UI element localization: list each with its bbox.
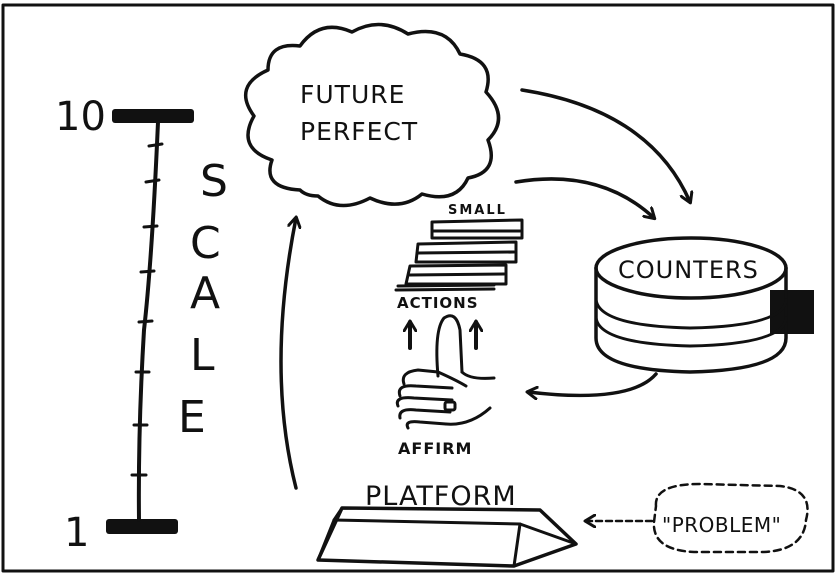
scale-top-label: 10: [55, 94, 106, 140]
future-perfect-cloud: FUTURE PERFECT: [244, 22, 501, 208]
counters-stack: COUNTERS: [594, 236, 814, 374]
platform-block: PLATFORM: [316, 481, 578, 568]
scale-ticks: [130, 142, 164, 477]
platform-left-face: [316, 506, 344, 562]
problem-bubble: "PROBLEM": [586, 482, 809, 554]
cloud-label-future: FUTURE: [300, 80, 405, 109]
stair-step-1-line: [394, 287, 496, 292]
counters-ring-1: [594, 298, 788, 330]
actions-label: ACTIONS: [397, 294, 479, 312]
counters-ring-2: [594, 316, 788, 348]
scale-bottom-label: 1: [64, 510, 89, 556]
arrow-actions-to-counters: [514, 177, 654, 218]
affirm-thumbs-up: AFFIRM: [395, 314, 496, 458]
stair-step-3-line: [416, 250, 516, 255]
scale-letter-c: C: [190, 218, 221, 269]
small-label: SMALL: [448, 203, 507, 218]
platform-outline: [316, 506, 578, 568]
scale-axis: [136, 120, 160, 522]
platform-front-edge: [332, 518, 522, 568]
cloud-outline: [244, 22, 501, 208]
stair-step-4: [430, 218, 524, 240]
counters-label: COUNTERS: [618, 256, 759, 284]
scale-ruler: 10 1 S C A L E: [55, 94, 228, 556]
thumb-hand-icon: [395, 314, 496, 430]
small-actions-stairs: SMALL ACTIONS: [394, 203, 524, 312]
stair-step-2-line: [408, 272, 506, 277]
frame-border: [1, 3, 835, 573]
stair-step-1: [396, 283, 496, 288]
problem-label: "PROBLEM": [662, 513, 781, 537]
arrow-cloud-to-counters: [520, 88, 690, 202]
scale-letter-s: S: [200, 156, 228, 207]
counters-top: [594, 236, 788, 300]
scale-letter-e: E: [178, 392, 206, 443]
scale-top-bar: [112, 109, 194, 123]
scale-bottom-bar: [106, 519, 178, 534]
platform-right-edge: [518, 522, 578, 546]
cloud-label-perfect: PERFECT: [300, 117, 418, 146]
problem-outline: [652, 482, 809, 554]
scale-letter-a: A: [190, 268, 220, 319]
counters-cylinder: [594, 266, 788, 374]
arrow-platform-to-cloud: [279, 218, 296, 490]
scale-letter-l: L: [190, 330, 215, 381]
affirm-label: AFFIRM: [398, 439, 472, 458]
arrow-counters-to-affirm: [528, 372, 658, 395]
